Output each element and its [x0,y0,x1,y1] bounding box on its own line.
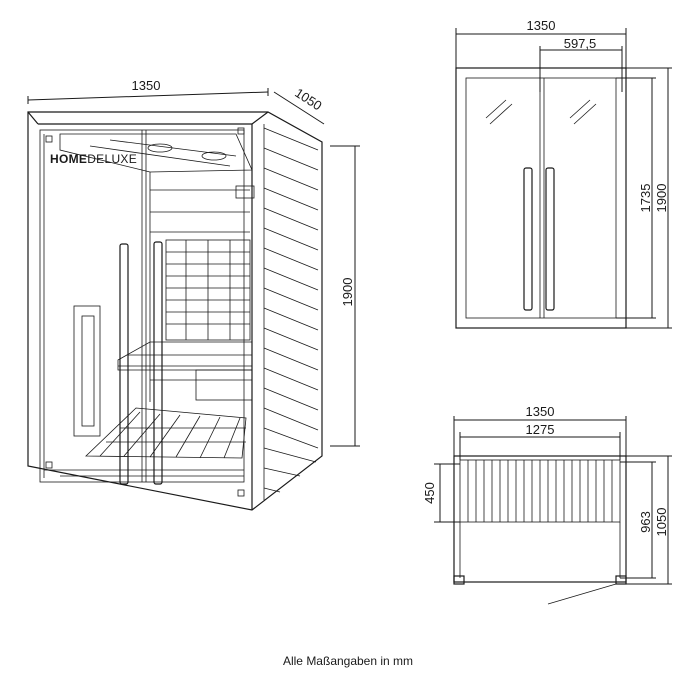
top-bench-slats [459,459,621,523]
front-view: 1350 597,5 1735 1900 [455,18,672,329]
top-inner-width-label: 1275 [526,422,555,437]
top-inner-depth-label: 963 [638,511,653,533]
bench [117,341,253,401]
perspective-height-label: 1900 [340,278,355,307]
ceiling [59,133,255,199]
top-outer-width-dimension: 1350 [453,404,627,460]
front-door-handle-right [545,167,555,311]
front-door-handle-left [523,167,533,311]
perspective-width-dimension: 1350 [27,78,269,104]
back-wall [149,172,250,402]
door-width-label: 597,5 [564,36,597,51]
perspective-width-label: 1350 [132,78,161,93]
brand-strong: HOME [50,152,87,166]
front-height-label: 1900 [654,184,669,213]
front-height-dimensions: 1735 1900 [616,67,672,329]
top-depth-label: 1050 [654,508,669,537]
perspective-view: 1350 1050 1900 [27,78,360,511]
heater-panel [165,239,251,341]
side-heater-panel [73,305,101,437]
units-caption: Alle Maßangaben in mm [282,654,414,668]
perspective-depth-label: 1050 [292,85,324,113]
floor-grate [85,407,247,459]
front-width-label: 1350 [527,18,556,33]
brand-light: DELUXE [87,152,137,166]
side-wall-planks [263,124,319,500]
door-handles [119,241,163,485]
top-depth-dimensions: 963 1050 [620,455,672,585]
top-bench-dimension: 450 [422,463,460,523]
perspective-depth-dimension: 1050 [273,85,325,125]
front-floor-planks [44,469,244,477]
front-inner-height-label: 1735 [638,184,653,213]
top-view: 1350 1275 [422,404,672,605]
door-width-dimension: 597,5 [539,36,623,92]
top-bench-label: 450 [422,482,437,504]
perspective-height-dimension: 1900 [330,145,360,447]
top-inner-width-dimension: 1275 [459,422,621,460]
top-outer-width-label: 1350 [526,404,555,419]
brand-logo: HOMEDELUXE [50,152,137,166]
front-width-dimension: 1350 [455,18,627,68]
